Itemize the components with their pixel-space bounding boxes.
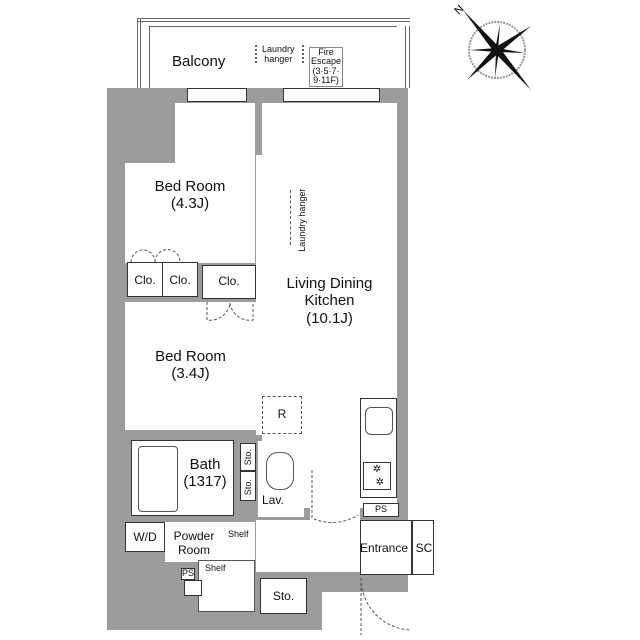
ldk-laundry-line — [290, 190, 291, 245]
storage-small-2 — [240, 471, 256, 501]
hallway — [256, 520, 366, 572]
pipe-space-kitchen — [363, 503, 399, 517]
exterior-cutout — [408, 400, 448, 510]
lavatory-label: Lav. — [262, 493, 284, 507]
bath — [131, 440, 234, 516]
stove-icon: ✲ ✲ — [363, 462, 391, 490]
closet-2-label: Clo. — [169, 273, 191, 287]
laundry-hanger-marker — [255, 45, 257, 63]
powder-room-lower — [198, 560, 255, 612]
closet-3 — [202, 265, 256, 299]
bath-label: Bath (1317) — [183, 456, 227, 491]
shelf-label-2: Shelf — [205, 563, 226, 573]
bedroom1-label: Bed Room (4.3J) — [154, 178, 226, 213]
hallway-upper — [310, 440, 360, 520]
storage-bottom — [260, 578, 307, 614]
storage-small-1-label: Sto. — [242, 449, 253, 466]
powder-room — [165, 522, 255, 562]
bedroom2-label: Bed Room (3.4J) — [155, 348, 226, 383]
exterior-cutout — [322, 592, 442, 640]
bedroom-4-3j — [175, 103, 255, 163]
closet-3-label: Clo. — [218, 274, 240, 288]
closet-1 — [127, 262, 163, 297]
entrance-label: Entrance — [360, 541, 409, 555]
ps-label-powder: PS — [181, 568, 194, 578]
washer-dryer-area — [125, 522, 165, 552]
fire-escape-label: Fire Escape (3·5·7· 9·11F) — [309, 47, 344, 87]
storage-bottom-label: Sto. — [272, 589, 295, 603]
compass-rose-icon — [463, 10, 531, 90]
pipe-space-powder — [181, 568, 195, 580]
bedroom-3-4j — [125, 302, 256, 430]
window-ldk — [283, 88, 380, 102]
ldk-notch — [256, 155, 264, 435]
powder-room-label: Powder Room — [173, 529, 215, 557]
closet-2 — [162, 262, 198, 297]
refrigerator-label: R — [277, 407, 287, 421]
window-bedroom — [187, 88, 247, 102]
shoe-closet-label: SC — [415, 541, 433, 555]
balcony-label: Balcony — [172, 53, 226, 70]
shoe-closet — [412, 520, 434, 575]
exterior-cutout — [440, 510, 640, 640]
balcony-area — [137, 18, 410, 88]
ps-label-kitchen: PS — [374, 504, 387, 514]
refrigerator-space — [262, 396, 302, 434]
closet-1-label: Clo. — [134, 273, 156, 287]
storage-small-2-label: Sto. — [242, 479, 253, 496]
sink-icon — [365, 407, 393, 435]
storage-small-1 — [240, 443, 256, 471]
lavatory — [258, 441, 304, 517]
washer-dryer-label: W/D — [133, 530, 157, 544]
laundry-hanger-marker — [302, 45, 304, 63]
entrance — [360, 520, 412, 575]
ldk-laundry-label: Laundry hanger — [296, 188, 307, 252]
toilet-icon — [266, 452, 294, 490]
bedroom-4-3j — [125, 163, 255, 263]
ldk-label: Living Dining Kitchen (10.1J) — [286, 275, 373, 327]
shelf-label-1: Shelf — [228, 529, 249, 539]
bathtub-icon — [138, 446, 178, 512]
compass-north-label: N — [452, 3, 466, 17]
balcony-laundry-label: Laundry hanger — [262, 44, 295, 65]
shelf-box — [184, 580, 202, 596]
